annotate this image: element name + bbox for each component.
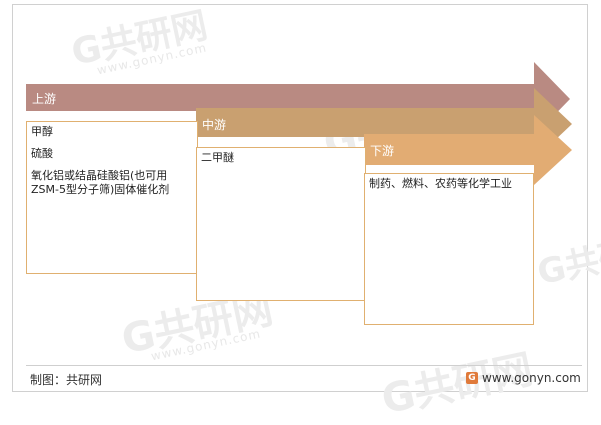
upstream-label: 上游: [32, 92, 57, 106]
stage-arrows: [26, 62, 572, 185]
midstream-arrow: [196, 88, 572, 160]
downstream-item: 制药、燃料、农药等化学工业: [369, 177, 512, 190]
source-credit: 制图：共研网: [30, 373, 103, 387]
upstream-item: 甲醇: [31, 125, 53, 138]
downstream-box: 制药、燃料、农药等化学工业: [364, 173, 534, 325]
upstream-arrow: [26, 62, 570, 136]
footer-divider: [26, 365, 582, 366]
midstream-item: 二甲醚: [201, 151, 234, 164]
logo-icon: G: [466, 372, 478, 384]
upstream-box: 甲醇 硫酸 氧化铝或结晶硅酸铝(也可用ZSM-5型分子筛)固体催化剂: [26, 121, 198, 274]
figure-frame: [12, 4, 588, 392]
downstream-arrow: [364, 115, 572, 185]
midstream-label: 中游: [202, 118, 227, 132]
footer-website: www.gonyn.com: [482, 371, 581, 385]
midstream-box: 二甲醚: [196, 147, 366, 301]
upstream-item: 氧化铝或结晶硅酸铝(也可用ZSM-5型分子筛)固体催化剂: [31, 169, 170, 196]
upstream-item: 硫酸: [31, 147, 53, 160]
downstream-label: 下游: [370, 144, 395, 158]
